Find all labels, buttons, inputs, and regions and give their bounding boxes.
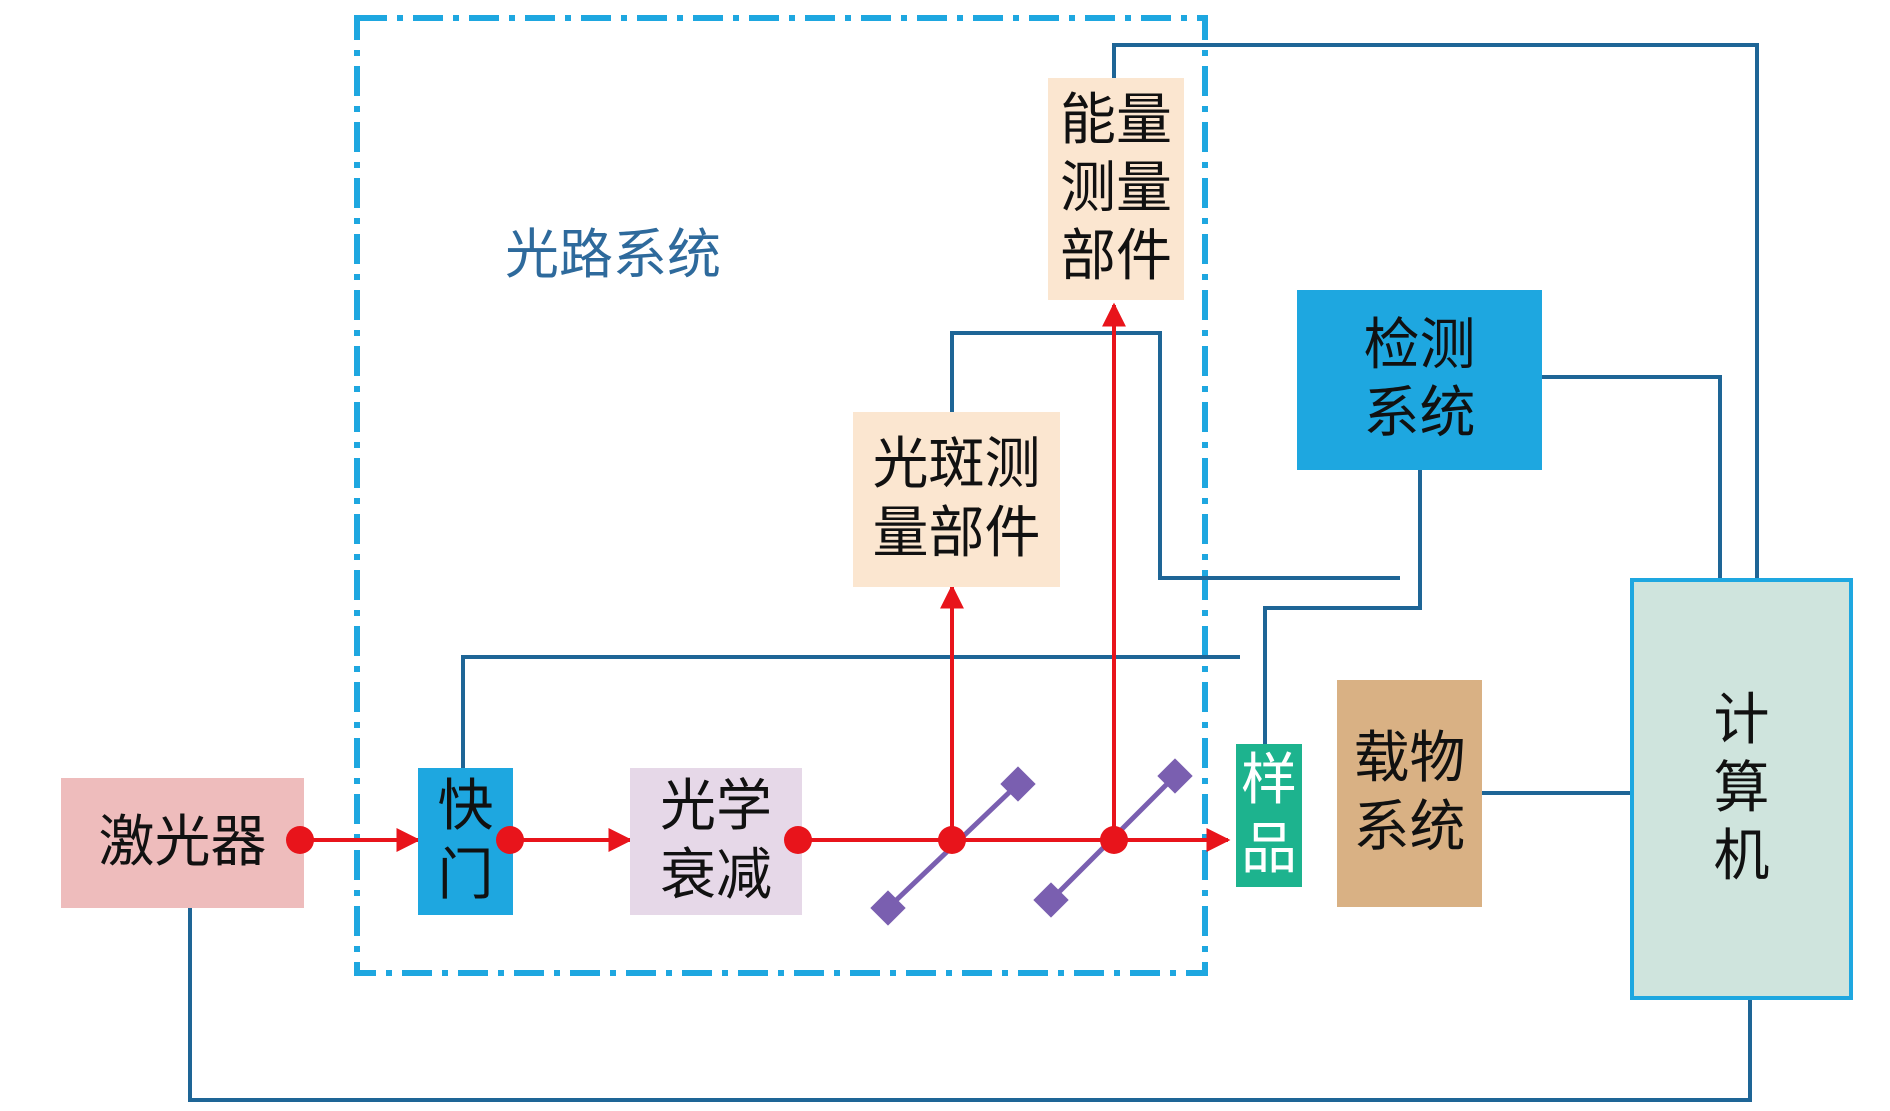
wire-detection-sample	[1263, 470, 1422, 744]
signal-wires	[188, 43, 1759, 1102]
optical-system-label: 光路系统	[505, 223, 721, 286]
spot-measurement-box: 光斑测 量部件	[853, 412, 1060, 587]
mirror-1-end-bottom	[870, 890, 906, 926]
mirror-2-end-top	[1157, 758, 1193, 794]
mirror-1-end-top	[1000, 766, 1036, 802]
wire-spot-computer	[950, 331, 1400, 580]
wire-detection-computer	[1542, 375, 1722, 578]
attenuator-box: 光学 衰减	[630, 768, 802, 915]
computer-box: 计 算 机	[1630, 578, 1853, 1000]
laser-box: 激光器	[61, 778, 304, 908]
energy-measurement-box: 能量 测量 部件	[1048, 78, 1184, 300]
stage-system-box: 载物 系统	[1337, 680, 1482, 907]
laser-beam	[300, 302, 1231, 852]
shutter-box: 快 门	[418, 768, 513, 915]
detection-system-box: 检测 系统	[1297, 290, 1542, 470]
wire-energy-computer	[1112, 43, 1759, 578]
mirror-2-end-bottom	[1033, 882, 1069, 918]
optical-system-group-border	[354, 15, 1208, 976]
wire-shutter-computer	[461, 655, 1240, 768]
wire-laser-computer	[188, 900, 1752, 1102]
sample-box: 样 品	[1236, 744, 1302, 887]
